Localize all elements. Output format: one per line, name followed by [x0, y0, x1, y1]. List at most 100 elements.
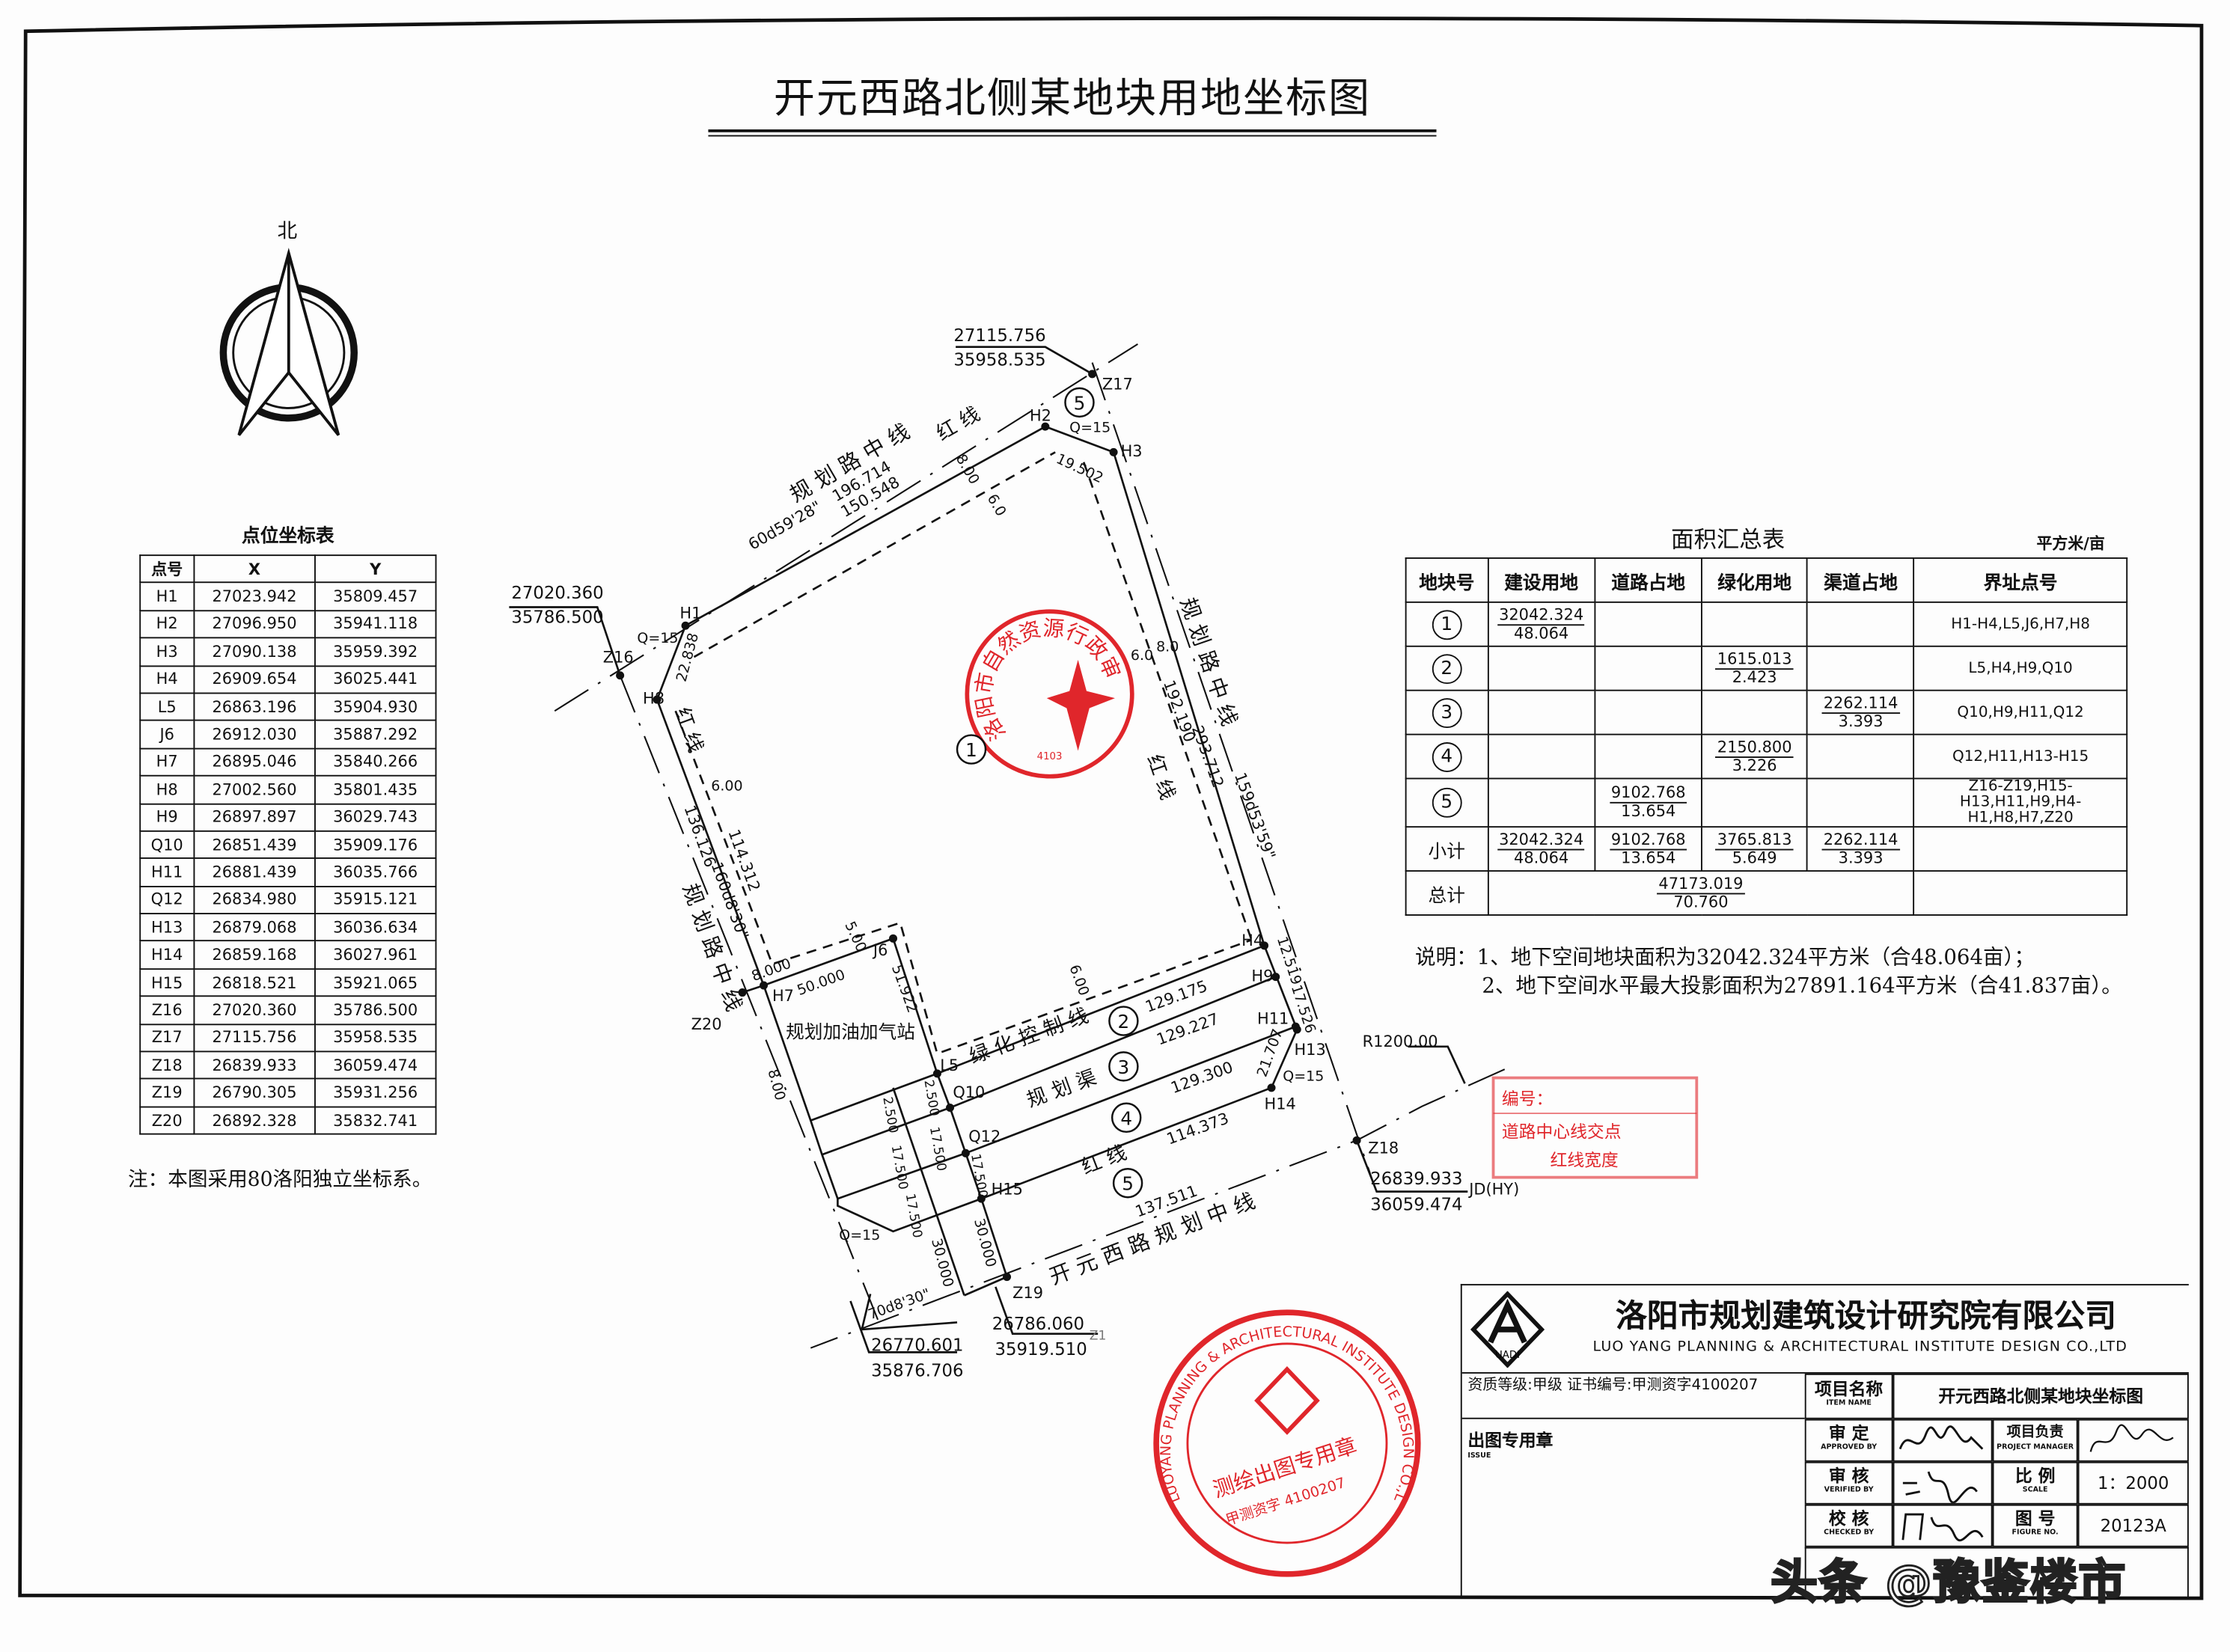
boundary-point-marker — [961, 1148, 970, 1157]
drawing-label: H7 — [772, 987, 794, 1005]
area-cell — [1486, 777, 1596, 828]
coord-system-note: 注：本图采用80洛阳独立坐标系。 — [128, 1169, 433, 1192]
boundary-points: H1-H4,L5,J6,H7,H8 — [1913, 601, 2128, 647]
coord-cell: 27023.942 — [193, 582, 316, 611]
drawing-label: 35876.706 — [871, 1362, 963, 1381]
block-number-circle — [1111, 1102, 1142, 1134]
area-cell — [1701, 601, 1809, 647]
coord-cell: 36025.441 — [314, 664, 437, 694]
figure-value: 20123A — [2077, 1504, 2189, 1547]
block-number-label: 3 — [1118, 1056, 1130, 1078]
coord-header-cell: 点号 — [139, 554, 195, 584]
area-header-cell: 渠道占地 — [1806, 557, 1915, 603]
coord-cell: 35840.266 — [314, 747, 437, 777]
boundary-line — [810, 1072, 938, 1122]
drawing-label: Q=15 — [839, 1227, 880, 1243]
drawing-label: Z1 — [1090, 1328, 1107, 1343]
block-number: 2 — [1405, 645, 1488, 691]
area-cell — [1806, 733, 1915, 780]
pm-signature — [2077, 1419, 2189, 1462]
boundary-point-marker — [760, 981, 769, 990]
boundary-line — [892, 1087, 965, 1296]
area-cell — [1806, 645, 1915, 691]
boundary-point-marker — [889, 934, 898, 943]
area-cell — [1486, 689, 1596, 735]
boundary-points: Z16-Z19,H15-H13,H11,H9,H4-H1,H8,H7,Z20 — [1913, 777, 2128, 828]
coord-cell: 35909.176 — [314, 830, 437, 860]
signature-icon — [1898, 1425, 1984, 1450]
block-number-circle — [1112, 1167, 1143, 1199]
coord-cell: 36027.961 — [314, 940, 437, 970]
boundary-point-marker — [1352, 1136, 1361, 1145]
title-underline — [708, 129, 1437, 132]
issue-label-en: ISSUE — [1467, 1451, 1491, 1460]
checked-signature — [1893, 1504, 1993, 1547]
area-cell — [1701, 777, 1809, 828]
road-label: 红 线 — [1143, 752, 1179, 803]
area-cell — [1913, 870, 2128, 916]
boundary-points: L5,H4,H9,Q10 — [1913, 645, 2128, 691]
boundary-points: Q10,H9,H11,Q12 — [1913, 689, 2128, 735]
boundary-point-marker — [932, 1069, 941, 1078]
sheet-border — [18, 16, 2204, 1600]
signature-icon — [1901, 1513, 1984, 1541]
watermark: 头条 @豫鉴楼市 — [1770, 1553, 2127, 1611]
coord-cell: Z16 — [139, 995, 195, 1025]
block-number: 小计 — [1405, 826, 1488, 872]
coord-cell: Z17 — [139, 1023, 195, 1053]
drawing-label: Q12 — [968, 1128, 1001, 1145]
road-label: 红 线 — [932, 403, 984, 446]
area-header-cell: 地块号 — [1405, 557, 1488, 603]
coord-cell: 26859.168 — [193, 940, 316, 970]
coord-cell: Z19 — [139, 1078, 195, 1108]
area-table-header: 地块号建设用地道路占地绿化用地渠道占地界址点号 — [1405, 557, 2128, 603]
road-centerline — [554, 343, 1138, 712]
drawing-label: 26839.933 — [1370, 1169, 1462, 1189]
coord-cell: H14 — [139, 940, 195, 970]
coord-cell: 26879.068 — [193, 913, 316, 943]
coord-cell: H8 — [139, 774, 195, 804]
jd-stamp-line2: 红线宽度 — [1551, 1151, 1619, 1170]
land-stamp-code: 4103 — [1037, 751, 1063, 762]
logo-text: UADI — [1495, 1350, 1520, 1361]
area-table-title: 面积汇总表 — [1671, 526, 1785, 554]
drawing-label: H9 — [1251, 967, 1273, 985]
issue-label-text: 出图专用章 — [1467, 1430, 1554, 1451]
boundary-point-marker — [1292, 1025, 1301, 1034]
title-block-empty-row — [1804, 1547, 2189, 1597]
boundary-point-marker — [1003, 1273, 1012, 1282]
area-cell — [1806, 601, 1915, 647]
boundary-points: Q12,H11,H13-H15 — [1913, 733, 2128, 780]
drawing-label: Z19 — [1012, 1284, 1043, 1302]
drawing-label: 35958.535 — [953, 350, 1045, 370]
company-name-en: LUO YANG PLANNING & ARCHITECTURAL INSTIT… — [1592, 1339, 2127, 1356]
drawing-label: H1 — [679, 605, 701, 622]
block-number-circle — [1064, 387, 1095, 418]
coord-cell: Z20 — [139, 1106, 195, 1136]
drawing-label: H15 — [992, 1180, 1023, 1198]
dimension-label: 129.300 — [1168, 1058, 1235, 1097]
drawing-label: 35786.500 — [511, 608, 603, 627]
coord-cell: 35801.435 — [314, 774, 437, 804]
approved-signature — [1893, 1419, 1993, 1462]
coord-cell: 36036.634 — [314, 913, 437, 943]
